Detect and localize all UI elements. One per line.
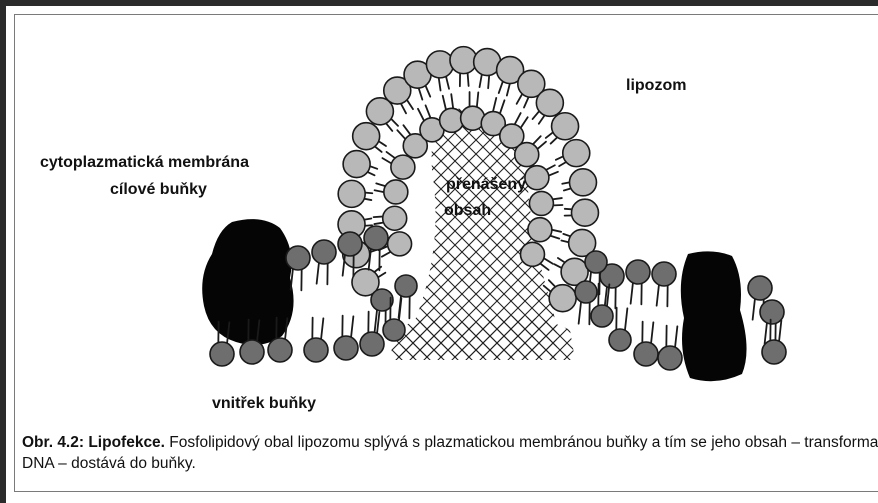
liposome-lipid [546, 113, 579, 144]
membrane-lipid [652, 262, 676, 306]
label-content-line2: obsah [444, 202, 491, 219]
liposome-lipid [338, 180, 372, 207]
label-content-line1: přenášený [446, 176, 526, 193]
liposome-lipid [562, 169, 596, 196]
liposome-lipid [440, 94, 464, 132]
membrane-lipid [658, 326, 682, 370]
label-membrane-line2: cílové buňky [110, 181, 207, 198]
liposome-lipid [353, 123, 386, 152]
liposome-lipid [556, 140, 590, 167]
transported-content-spread [390, 316, 575, 360]
liposome-lipid [343, 151, 377, 178]
lipofection-diagram: lipozom cytoplazmatická membrána cílové … [0, 0, 878, 430]
liposome-lipid [525, 165, 558, 189]
liposome-lipid [529, 191, 562, 215]
membrane-lipid [626, 260, 650, 304]
membrane-lipid [304, 318, 328, 362]
label-cell-interior: vnitřek buňky [212, 395, 316, 412]
figure-caption: Obr. 4.2: Lipofekce. Fosfolipidový obal … [22, 432, 878, 474]
liposome-lipid [528, 218, 561, 242]
membrane-lipid [334, 316, 358, 360]
membrane-lipid [360, 312, 384, 356]
membrane-lipid [634, 322, 658, 366]
label-liposome: lipozom [626, 77, 686, 94]
caption-figure-label: Obr. 4.2: Lipofekce. [22, 434, 165, 451]
liposome-lipid [450, 47, 477, 87]
label-membrane-line1: cytoplazmatická membrána [40, 154, 249, 171]
liposome-lipid [375, 180, 408, 204]
membrane-lipid [395, 275, 417, 318]
membrane-protein-right [681, 251, 747, 381]
liposome-lipid [565, 199, 599, 226]
liposome-lipid [426, 51, 453, 91]
membrane-lipid [312, 240, 336, 284]
